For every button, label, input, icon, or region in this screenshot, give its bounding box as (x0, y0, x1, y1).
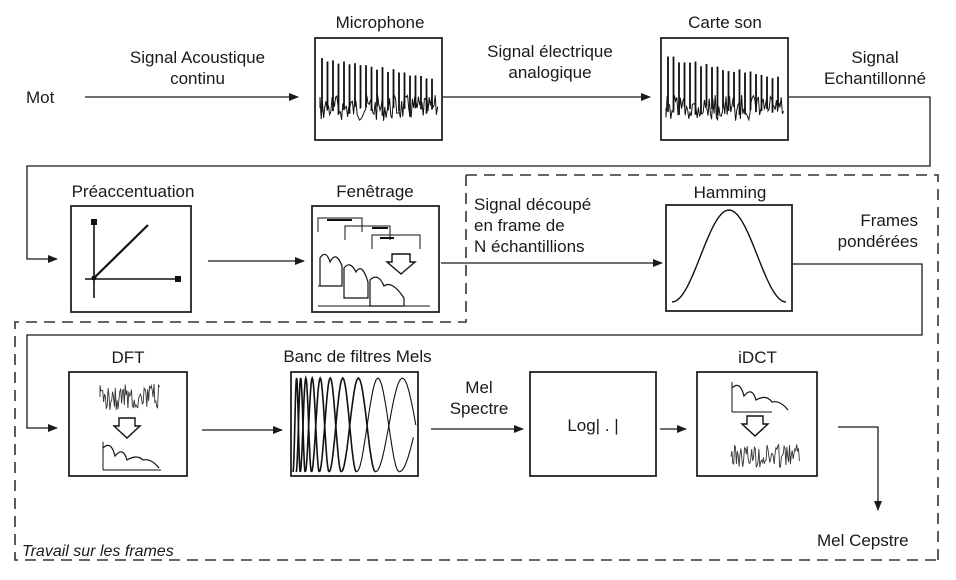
pre-emphasis-graph (85, 219, 181, 298)
windowing-graph (317, 217, 430, 307)
microphone-title: Microphone (335, 13, 425, 32)
pre-emphasis-title: Préaccentuation (71, 182, 195, 201)
idct-graph (730, 382, 800, 468)
frame-work-region-label: Travail sur les frames (22, 543, 174, 560)
log-box (529, 371, 657, 477)
mel-filterbank-graph (292, 375, 417, 473)
framing-region (466, 174, 939, 560)
sound-card-waveform (665, 56, 785, 122)
dft-graph (99, 383, 161, 471)
mel-filterbank-title: Banc de filtres Mels (283, 347, 432, 366)
hamming-curve (671, 209, 787, 303)
arrow-idct-to-output (838, 426, 882, 511)
windowing-box (311, 205, 440, 313)
hamming-box (665, 204, 793, 312)
log-label: Log| . | (567, 416, 619, 435)
microphone-waveform (319, 58, 439, 122)
sound-card-title: Carte son (688, 13, 762, 32)
label-word: Mot (26, 88, 55, 107)
idct-title: iDCT (738, 348, 777, 367)
label-mel-cepstrum: Mel Cepstre (817, 531, 909, 550)
windowing-title: Fenêtrage (336, 182, 414, 201)
microphone-box (314, 37, 443, 141)
arrow-card-to-preemphasis (26, 96, 931, 263)
framing-region-left (14, 175, 938, 561)
sound-card-box (660, 37, 789, 141)
dft-title: DFT (111, 348, 145, 367)
arrow-hamming-to-dft (26, 263, 923, 432)
hamming-title: Hamming (693, 183, 767, 202)
pre-emphasis-box (70, 205, 192, 313)
